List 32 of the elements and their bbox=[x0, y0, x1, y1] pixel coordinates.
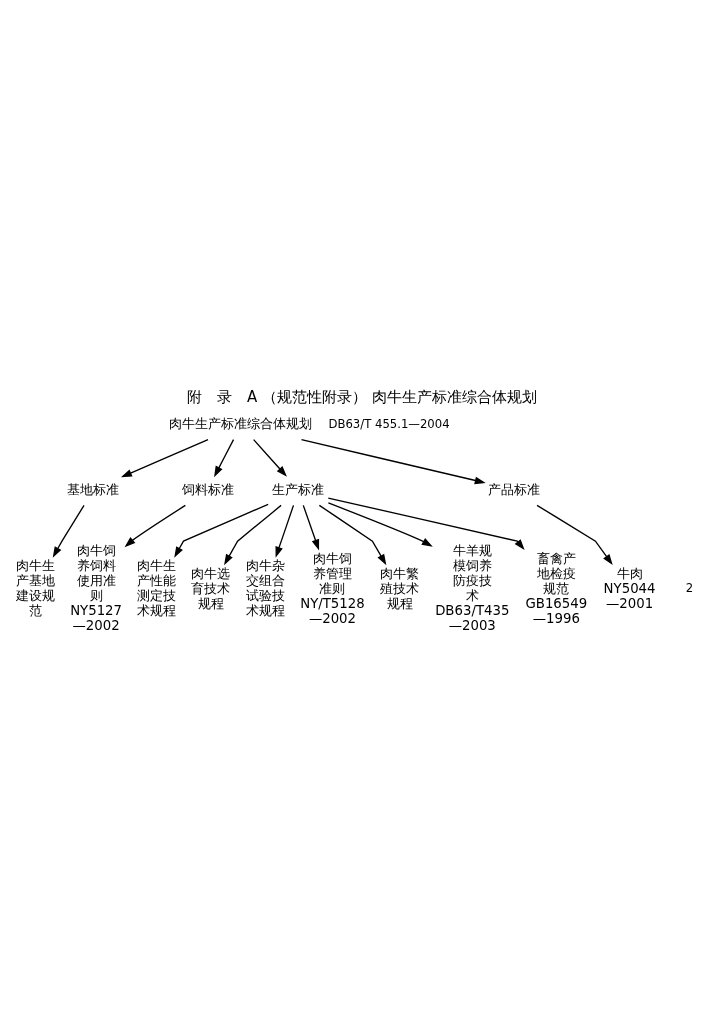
node-text: 牛肉 NY5044—2001 bbox=[603, 565, 656, 611]
node-text: 基地标准 bbox=[66, 481, 119, 497]
arrow bbox=[300, 439, 486, 485]
arrow bbox=[327, 502, 433, 547]
node-text: 肉牛饲养管理准则 NY/T5128—2002 bbox=[300, 550, 365, 626]
node-text: 肉牛生产性能测定技术规程 bbox=[137, 558, 177, 619]
arrow bbox=[214, 439, 235, 478]
node-text: 畜禽产地检疫规范 GB16549—1996 bbox=[525, 550, 588, 626]
arrow bbox=[275, 504, 295, 558]
label: DB63/T 455.1—2004 bbox=[328, 416, 450, 431]
node-text: 肉牛杂交组合试验技术规程 bbox=[245, 558, 285, 619]
node-text: 肉牛繁殖技术规程 bbox=[380, 565, 420, 611]
label: 2 bbox=[685, 581, 694, 596]
node-text: 牛羊规模饲养防疫技术 DB63/T435—2003 bbox=[435, 543, 510, 634]
node-text: 肉牛生产标准综合体规划 bbox=[169, 415, 313, 431]
arrow bbox=[52, 504, 85, 558]
node-text: 肉牛选育技术规程 bbox=[191, 565, 231, 611]
arrow bbox=[120, 439, 209, 478]
node-text: 生产标准 bbox=[272, 481, 325, 497]
arrow bbox=[536, 504, 613, 566]
arrow bbox=[302, 504, 320, 551]
node-text: 产品标准 bbox=[487, 481, 540, 497]
node-text: 肉牛饲养饲料使用准则 NY5127—2002 bbox=[70, 543, 123, 634]
node-text: 饲料标准 bbox=[181, 481, 234, 497]
node-text: 肉牛生产基地建设规范 bbox=[15, 558, 55, 619]
arrow bbox=[124, 504, 187, 548]
arrow bbox=[224, 504, 282, 566]
arrow bbox=[253, 439, 287, 477]
diagram-title: 附 录 A （规范性附录） 肉牛生产标准综合体规划 bbox=[187, 387, 537, 406]
arrow bbox=[318, 504, 387, 566]
arrow bbox=[174, 503, 269, 558]
arrow bbox=[327, 497, 525, 551]
